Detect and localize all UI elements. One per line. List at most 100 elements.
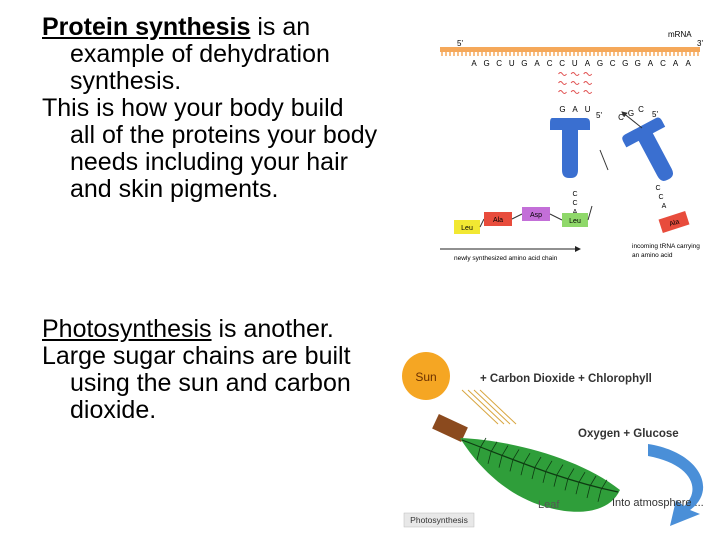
atmosphere-label: Into atmosphere ...	[612, 497, 704, 509]
photosynthesis-diagram: Sun + Carbon Dioxide + Chlorophyll Oxyge…	[402, 352, 704, 528]
leaf-vein	[586, 475, 597, 499]
anticodon-letter: A	[572, 105, 578, 114]
codon-letter: G	[597, 59, 603, 68]
leaf-vein	[564, 468, 575, 491]
codon-letter: A	[648, 59, 654, 68]
codon-letter: G	[483, 59, 489, 68]
incoming-trna	[620, 117, 674, 181]
pairing-wave	[583, 90, 593, 94]
leaf-vein	[575, 471, 586, 495]
pairing-wave	[558, 90, 567, 94]
protein-synthesis-paragraph: Protein synthesis is an example of dehyd…	[42, 14, 377, 203]
amino-acid-label: Ala	[493, 217, 503, 224]
incoming-trna-shape	[620, 117, 674, 181]
photo-line-1-rest: is another.	[211, 315, 334, 343]
codon-letter: G	[635, 59, 641, 68]
incoming-anticodon-letter: G	[628, 109, 634, 118]
pairing-wave	[558, 72, 567, 76]
incoming-stem-letter: C	[658, 194, 663, 201]
codon-letter: C	[547, 59, 553, 68]
leaf-vein	[597, 479, 608, 502]
amino-acid-box	[522, 207, 550, 221]
codon-letter: A	[471, 59, 477, 68]
codon-letter: C	[660, 59, 666, 68]
caption-box	[403, 512, 475, 528]
bound-trna-shape	[550, 118, 590, 178]
leaf-vein	[509, 449, 520, 472]
pairing-wave	[570, 81, 580, 85]
incoming-amino-box	[658, 211, 690, 233]
codon-letter: A	[534, 59, 540, 68]
amino-acid-label: Leu	[569, 218, 581, 225]
protein-line-6: needs including your hair	[70, 148, 348, 176]
codon-letter: G	[622, 59, 628, 68]
mrna-base-ticks	[441, 52, 699, 56]
photo-line-2: Large sugar chains are built	[42, 342, 351, 370]
incoming-amino-acid: Ala	[658, 211, 690, 233]
amino-acid-box	[454, 220, 480, 234]
incoming-anticodon-letter: C	[618, 113, 624, 122]
trna-5prime-label: 5'	[596, 111, 602, 120]
anticodon-letter: G	[559, 105, 565, 114]
incoming-stem-letter: C	[655, 185, 660, 192]
photosynthesis-term: Photosynthesis	[42, 315, 212, 343]
codon-letter: A	[585, 59, 591, 68]
co2-chlorophyll-label: + Carbon Dioxide + Chlorophyll	[480, 373, 652, 385]
trna-stem-letters: CCA	[572, 191, 577, 216]
photo-line-3: using the sun and carbon	[70, 369, 351, 397]
leaf-vein	[487, 441, 498, 464]
codon-letter: A	[686, 59, 692, 68]
sun-label: Sun	[415, 370, 436, 384]
protein-synthesis-term: Protein synthesis	[42, 13, 251, 41]
amino-acid-box	[484, 212, 512, 226]
incoming-stem-letters: CCA	[655, 185, 666, 210]
peptide-bond	[511, 213, 523, 220]
leaf-vein	[553, 464, 564, 487]
sun-ray	[479, 389, 517, 425]
pairing-wave	[570, 72, 580, 76]
sun-ray	[467, 389, 505, 425]
chain-caption: newly synthesized amino acid chain	[454, 255, 558, 262]
incoming-anticodon-letter: C	[638, 105, 644, 114]
leaf-vein	[498, 445, 509, 468]
amino-acid-label: Leu	[461, 225, 473, 232]
leaf-veins	[476, 437, 608, 502]
codon-letter: G	[521, 59, 527, 68]
mrna-3prime-label: 3'	[697, 39, 703, 48]
protein-line-5: all of the proteins your body	[70, 121, 378, 149]
stem-letter: A	[573, 209, 578, 216]
pairing-wave	[570, 90, 580, 94]
pairing-wave	[583, 81, 593, 85]
leaf-vein	[476, 437, 487, 461]
photo-line-4: dioxide.	[70, 396, 157, 424]
leaf-vein	[520, 452, 531, 476]
mrna-5prime-label: 5'	[457, 39, 463, 48]
binding-arrow	[621, 111, 643, 129]
codon-letter: C	[496, 59, 502, 68]
mrna-label: mRNA	[668, 30, 692, 39]
protein-line-7: and skin pigments.	[70, 175, 279, 203]
protein-line-3: synthesis.	[70, 67, 182, 95]
incoming-amino-label: Ala	[669, 219, 681, 229]
trna-connector	[599, 149, 609, 171]
pairing-wave	[583, 72, 593, 76]
leaf-stem	[432, 413, 468, 443]
photosynthesis-paragraph: Photosynthesis is another. Large sugar c…	[42, 316, 351, 424]
sun-ray	[473, 389, 511, 425]
sun-icon	[402, 352, 450, 400]
sunlight-rays	[461, 389, 517, 425]
stem-letter: C	[572, 200, 577, 207]
leaf-label: Leaf	[538, 499, 560, 511]
codon-letter: U	[572, 59, 578, 68]
incoming-stem-letter: A	[662, 203, 667, 210]
amino-acid-label: Asp	[530, 212, 542, 219]
protein-line-4: This is how your body build	[42, 94, 344, 122]
leaf-vein	[531, 456, 542, 480]
oxygen-glucose-label: Oxygen + Glucose	[578, 428, 679, 440]
protein-line-2: example of dehydration	[70, 40, 330, 68]
stem-letter: C	[572, 191, 577, 198]
